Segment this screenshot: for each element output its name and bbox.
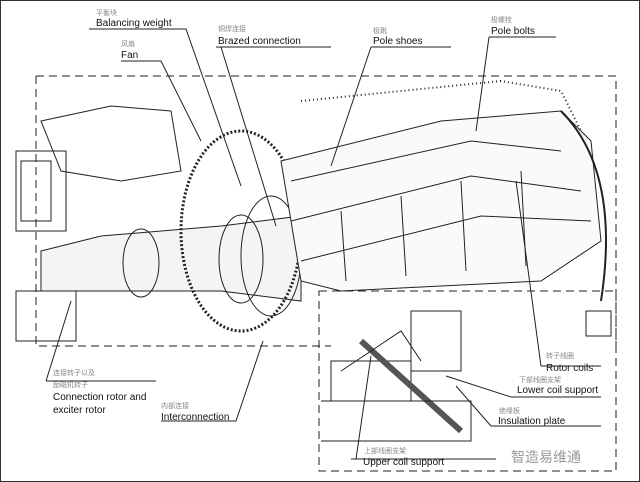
cutaway-boundary [35, 75, 617, 351]
rotor-coils-cn: 转子线圈 [546, 353, 574, 360]
pole-shoes-label: Pole shoes [373, 36, 423, 47]
upper-coil-support-cn: 上部线圈支架 [364, 448, 406, 455]
lower-coil-support-label: Lower coil support [517, 385, 599, 396]
connection-rotor-cn2: 励磁机转子 [53, 382, 88, 389]
balancing-weight-cn: 平衡块 [96, 10, 117, 17]
insulation-plate-label: Insulation plate [498, 416, 566, 427]
insulation-plate-cn: 绝缘板 [499, 408, 520, 415]
fan-cn: 风扇 [121, 41, 135, 48]
coupling [122, 228, 160, 298]
pole-bolts-cn: 极螺栓 [491, 17, 512, 24]
balancing-weight-label: Balancing weight [96, 18, 172, 29]
watermark: 智造易维通 [511, 449, 581, 465]
bolt [358, 338, 464, 434]
upper-coil-support-label: Upper coil support [363, 457, 445, 468]
interconnection-cn: 内部连接 [161, 403, 189, 410]
connection-rotor-label-2: exciter rotor [53, 405, 106, 416]
upper-coil-support-block [330, 360, 412, 402]
brazed-connection-cn: 铜焊连接 [218, 26, 246, 33]
pole-bolts-label: Pole bolts [491, 26, 535, 37]
fan-label: Fan [121, 50, 139, 61]
housing [40, 105, 182, 182]
connection-rotor-label-1: Connection rotor and [53, 392, 147, 403]
exciter-housing [15, 150, 67, 232]
pole-shoes-cn: 极靴 [373, 28, 387, 35]
detail-boundary [318, 290, 617, 472]
lower-coil-support-cn: 下部线圈支架 [519, 377, 561, 384]
shaft [40, 215, 302, 302]
rotor-coils-label: Rotor coils [546, 363, 594, 374]
connection-rotor-cn1: 连接转子以及 [53, 370, 95, 377]
interconnection-label: Interconnection [161, 412, 230, 423]
pole-shoe [290, 140, 592, 262]
rotor-body [280, 110, 602, 292]
brazed-connection-label: Brazed connection [218, 36, 301, 47]
lower-coil-support-block [410, 310, 462, 372]
